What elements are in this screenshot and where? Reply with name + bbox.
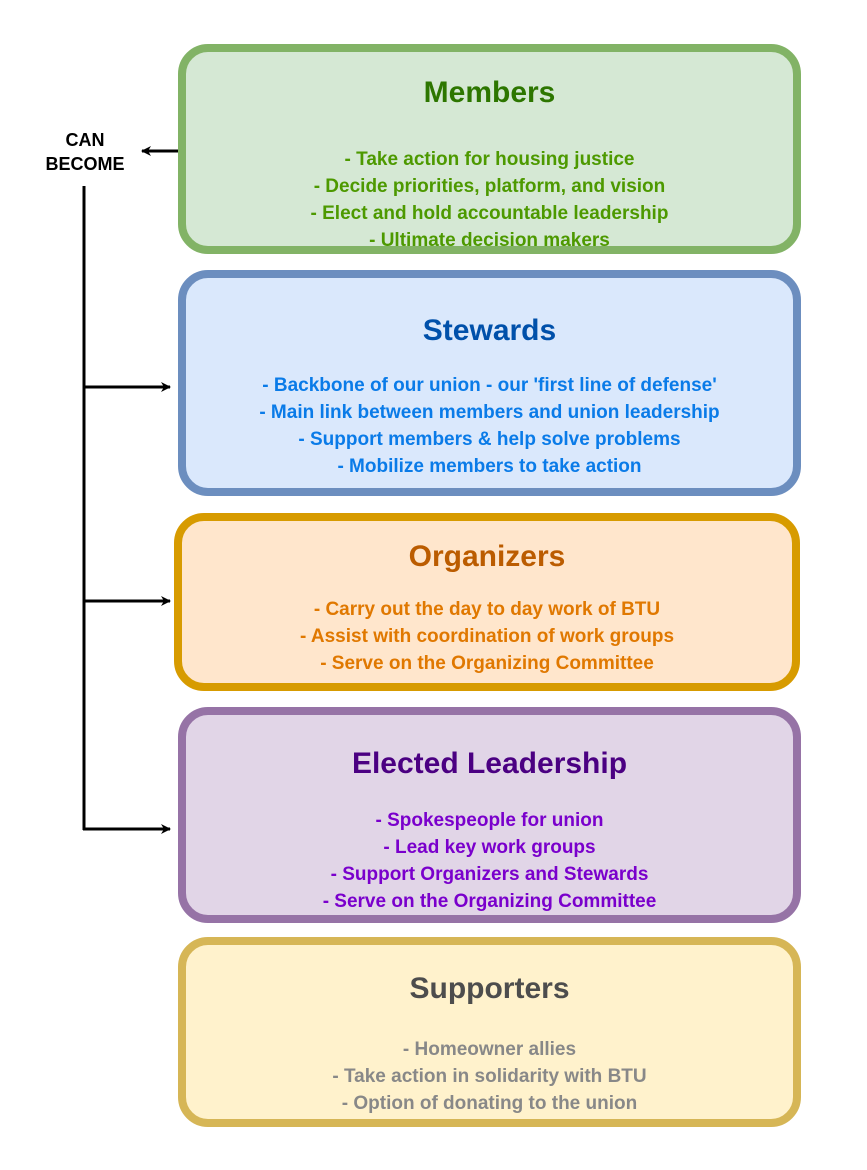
list-item: - Take action in solidarity with BTU xyxy=(332,1066,647,1087)
supporters-list: - Homeowner allies - Take action in soli… xyxy=(186,1036,793,1117)
members-title: Members xyxy=(423,76,556,109)
elected-leadership-list: - Spokespeople for union - Lead key work… xyxy=(186,807,793,915)
organizers-box: Organizers - Carry out the day to day wo… xyxy=(174,513,800,691)
list-item: - Spokespeople for union xyxy=(375,810,604,831)
list-item: - Decide priorities, platform, and visio… xyxy=(313,176,666,197)
list-item: - Carry out the day to day work of BTU xyxy=(313,599,661,620)
list-item: - Serve on the Organizing Committee xyxy=(320,653,654,674)
organizers-list: - Carry out the day to day work of BTU -… xyxy=(182,596,792,677)
stewards-box: Stewards - Backbone of our union - our '… xyxy=(178,270,801,496)
list-item: - Backbone of our union - our 'first lin… xyxy=(262,375,717,396)
list-item: - Lead key work groups xyxy=(383,837,596,858)
elected-leadership-box: Elected Leadership - Spokespeople for un… xyxy=(178,707,801,923)
supporters-box: Supporters - Homeowner allies - Take act… xyxy=(178,937,801,1127)
list-item: - Option of donating to the union xyxy=(341,1093,638,1114)
list-item: - Support Organizers and Stewards xyxy=(330,864,649,885)
list-item: - Ultimate decision makers xyxy=(369,230,610,251)
stewards-title: Stewards xyxy=(422,314,557,347)
members-box: Members - Take action for housing justic… xyxy=(178,44,801,254)
list-item: - Support members & help solve problems xyxy=(298,429,681,450)
elected-leadership-title: Elected Leadership xyxy=(351,747,628,780)
members-list: - Take action for housing justice - Deci… xyxy=(186,146,793,254)
list-item: - Take action for housing justice xyxy=(344,149,635,170)
list-item: - Serve on the Organizing Committee xyxy=(322,891,657,912)
list-item: - Homeowner allies xyxy=(402,1039,577,1060)
supporters-title: Supporters xyxy=(409,972,570,1005)
list-item: - Mobilize members to take action xyxy=(337,456,642,477)
stewards-list: - Backbone of our union - our 'first lin… xyxy=(186,372,793,480)
list-item: - Main link between members and union le… xyxy=(259,402,720,423)
list-item: - Elect and hold accountable leadership xyxy=(310,203,669,224)
organizers-title: Organizers xyxy=(408,540,566,573)
list-item: - Assist with coordination of work group… xyxy=(299,626,675,647)
